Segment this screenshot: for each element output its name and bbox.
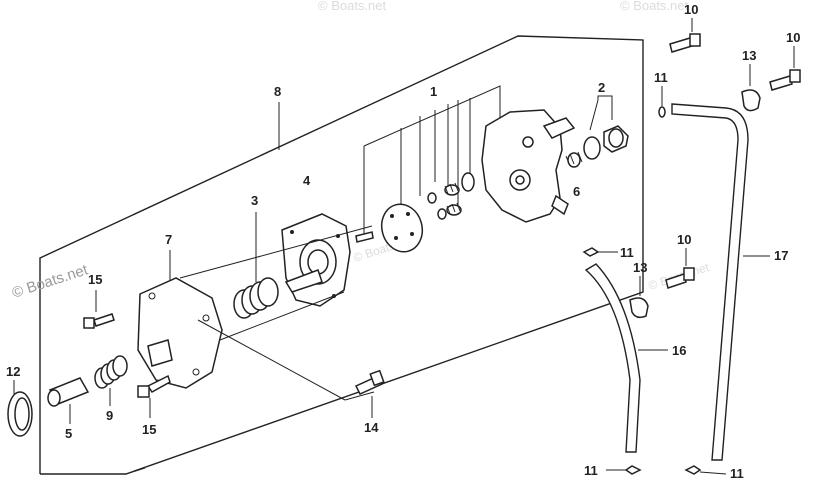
callout-13a: 13 (742, 48, 756, 63)
callout-7: 7 (165, 232, 172, 247)
callout-3: 3 (251, 193, 258, 208)
part-11-clip-top (658, 86, 666, 118)
part-16-hose (584, 263, 668, 453)
outline-tail (125, 467, 146, 475)
watermark-text: © Boats.net (10, 261, 91, 302)
callout-11b: 11 (620, 245, 634, 260)
callout-15b: 15 (142, 422, 156, 437)
part-9-spring (94, 355, 128, 406)
callout-5: 5 (65, 426, 72, 441)
part-11-clip-bottom-right (684, 465, 727, 475)
part-10-bolt-right (769, 46, 801, 91)
diaphragm-disk (380, 203, 424, 253)
callout-11c: 11 (584, 463, 598, 478)
callout-10b: 10 (786, 30, 800, 45)
callout-17: 17 (774, 248, 788, 263)
svg-text:© Boats.net: © Boats.net (318, 0, 387, 13)
part-13-clamp-upper (741, 64, 761, 112)
small-screw (355, 231, 374, 243)
svg-text:© Boats.net: © Boats.net (620, 0, 689, 13)
callout-numbers: 1 2 3 4 5 6 7 8 9 10 10 10 11 11 11 11 1… (6, 2, 800, 481)
part-10-bolt-middle (665, 248, 695, 289)
pump-body (481, 109, 576, 223)
part-13-clamp-lower (629, 276, 649, 319)
part-11-clip-mid (582, 247, 618, 257)
part-4-housing (281, 213, 351, 307)
callout-14: 14 (364, 420, 379, 435)
callout-4: 4 (303, 173, 311, 188)
part-2-cap (583, 125, 629, 160)
callout-10c: 10 (677, 232, 691, 247)
part-7-cover (137, 250, 223, 389)
part-12-oring (7, 380, 33, 437)
part-10-bolt-top (669, 18, 701, 53)
callout-2: 2 (598, 80, 605, 95)
callout-9: 9 (106, 408, 113, 423)
callout-10a: 10 (684, 2, 698, 17)
part-1-valve-parts (427, 172, 475, 220)
part-14-bolt (354, 369, 385, 418)
assembly-axis-lines (179, 225, 375, 401)
part-3-spring (233, 212, 279, 319)
part-6-seal (565, 151, 583, 168)
part-15-bolt-upper (83, 290, 115, 329)
callout-6: 6 (573, 184, 580, 199)
leader-2 (589, 99, 599, 131)
callout-13b: 13 (633, 260, 647, 275)
callout-12: 12 (6, 364, 20, 379)
callout-11d: 11 (730, 466, 744, 481)
part-5-plunger (47, 377, 90, 424)
callout-1: 1 (430, 84, 437, 99)
callout-8: 8 (274, 84, 281, 99)
callout-15a: 15 (88, 272, 102, 287)
bracket-part-1 (363, 85, 501, 235)
callout-16: 16 (672, 343, 686, 358)
bracket-part-2 (597, 95, 613, 120)
part-11-clip-bottom-left (606, 465, 642, 475)
part-15-bolt-lower (137, 374, 171, 418)
callout-11a: 11 (654, 70, 668, 85)
part-17-hose (671, 103, 770, 461)
